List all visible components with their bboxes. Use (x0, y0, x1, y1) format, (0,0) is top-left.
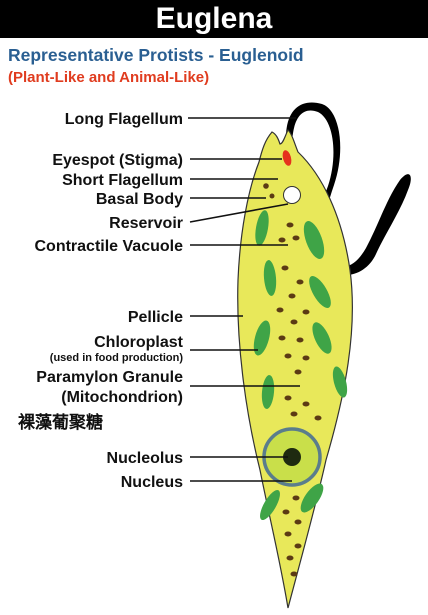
chloroplasts (253, 210, 348, 521)
granule (302, 355, 310, 361)
page-title: Euglena (155, 2, 273, 35)
label-long-flagellum: Long Flagellum (65, 111, 183, 128)
label-paramylon: Paramylon Granule (36, 369, 183, 386)
chloroplast (300, 483, 324, 513)
granule (276, 307, 284, 313)
chloroplast (261, 375, 275, 409)
basal-body (263, 183, 269, 189)
label-mitochondrion: (Mitochondrion) (61, 389, 183, 406)
diagram-subtitle: Representative Protists - Euglenoid (8, 45, 304, 65)
label-nucleus: Nucleus (121, 474, 183, 491)
granule (278, 335, 286, 341)
granule (296, 337, 304, 343)
reservoir (283, 186, 301, 204)
label-short-flagellum: Short Flagellum (62, 172, 183, 189)
granule (302, 309, 310, 315)
granule (314, 415, 322, 421)
chloroplast (253, 320, 271, 356)
leader-lines (188, 117, 300, 482)
granule (294, 543, 302, 549)
granule (286, 555, 294, 561)
label-pellicle: Pellicle (128, 309, 183, 326)
label-basal-body: Basal Body (96, 191, 183, 208)
granule (281, 265, 289, 271)
granule (286, 222, 294, 228)
granule (294, 369, 302, 375)
nucleolus (283, 448, 301, 466)
label-nucleolus: Nucleolus (107, 450, 184, 467)
chloroplast (303, 221, 325, 259)
chloroplast (263, 260, 277, 296)
granule (302, 401, 310, 407)
granule (282, 509, 290, 515)
granule (290, 571, 298, 577)
granule (294, 519, 302, 525)
chloroplast (312, 322, 332, 354)
eyespot (282, 150, 292, 166)
chloroplast (260, 489, 280, 521)
label-contractile-vacuole: Contractile Vacuole (35, 238, 184, 255)
granule (288, 293, 296, 299)
granule (278, 237, 286, 243)
title-bar (0, 0, 428, 38)
granule (292, 235, 300, 241)
granule (284, 531, 292, 537)
label-chinese-annotation: 裸藻葡聚糖 (18, 412, 103, 432)
granule (290, 411, 298, 417)
label-eyespot: Eyespot (Stigma) (52, 152, 183, 169)
diagram-subtitle-note: (Plant-Like and Animal-Like) (8, 69, 210, 86)
granule (290, 319, 298, 325)
chloroplast (332, 366, 348, 398)
paramylon-granules (276, 222, 322, 577)
label-chloroplast-note: (used in food production) (50, 352, 184, 364)
label-chloroplast: Chloroplast (94, 334, 184, 351)
granule (284, 353, 292, 359)
chloroplast (309, 276, 331, 308)
granule (284, 395, 292, 401)
leader-reservoir (189, 203, 289, 223)
granule (296, 279, 304, 285)
chloroplast (255, 210, 269, 246)
granule (292, 495, 300, 501)
label-reservoir: Reservoir (109, 215, 183, 232)
basal-body (269, 193, 275, 199)
